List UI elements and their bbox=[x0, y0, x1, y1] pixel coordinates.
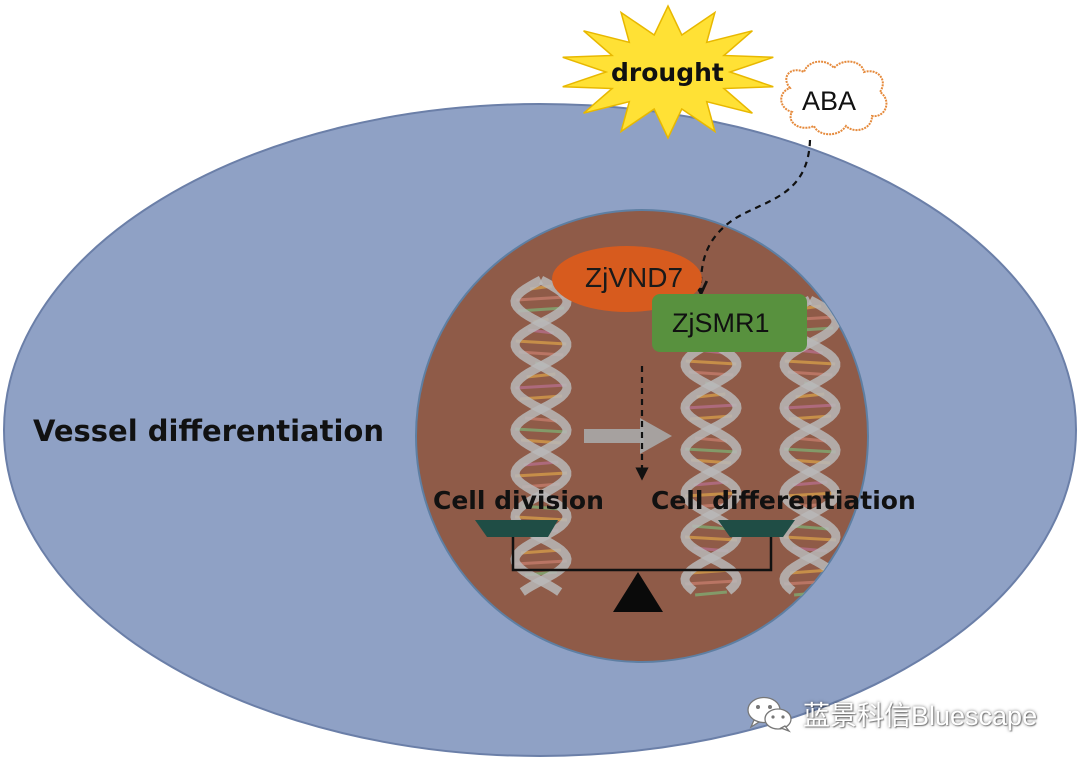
dna-base-pair bbox=[784, 359, 836, 366]
watermark: 蓝景科信Bluescape bbox=[745, 694, 1037, 733]
balance-scale bbox=[475, 520, 795, 612]
dna-base-pair bbox=[515, 339, 567, 346]
aba-cloud-icon bbox=[780, 60, 888, 136]
dna-base-pair bbox=[514, 515, 568, 522]
dna-base-pair bbox=[684, 535, 738, 542]
balance-beam bbox=[511, 531, 773, 572]
dna-base-pair bbox=[784, 447, 836, 454]
dna-base-pair bbox=[515, 427, 567, 434]
dna-base-pair bbox=[784, 403, 836, 410]
vessel-differentiation-label: Vessel differentiation bbox=[33, 414, 384, 448]
aba-label: ABA bbox=[802, 86, 857, 116]
dna-base-pair bbox=[783, 491, 837, 498]
cell-division-label: Cell division bbox=[433, 486, 604, 515]
dna-base-pair bbox=[783, 535, 837, 542]
wechat-icon bbox=[747, 696, 792, 732]
balance-pan-right bbox=[718, 520, 795, 537]
dna-base-pair bbox=[685, 447, 737, 454]
drought-burst-icon bbox=[562, 4, 774, 140]
dna-base-pair bbox=[515, 383, 567, 390]
drought-label: drought bbox=[611, 58, 724, 87]
balance-fulcrum bbox=[613, 572, 663, 612]
dna-base-pair bbox=[514, 471, 568, 478]
dna-base-pair bbox=[685, 579, 737, 586]
dna-base-pair bbox=[694, 590, 728, 597]
aba-signal-arrow bbox=[701, 139, 812, 292]
balance-pan-left bbox=[475, 520, 558, 537]
dna-strand-0-1 bbox=[510, 276, 572, 596]
zjvnd7-label: ZjVND7 bbox=[585, 262, 684, 293]
watermark-text: 蓝景科信Bluescape bbox=[803, 701, 1038, 731]
dna-base-pair bbox=[684, 491, 738, 498]
dna-strand-2-1 bbox=[779, 296, 841, 595]
transition-arrow bbox=[584, 418, 672, 454]
dna-base-pair bbox=[515, 559, 567, 566]
dna-base-pair bbox=[516, 295, 566, 302]
dna-base-pair bbox=[685, 403, 737, 410]
dna-base-pair bbox=[685, 359, 737, 366]
zjsmr1-box bbox=[652, 294, 807, 352]
cell-differentiation-label: Cell differentiation bbox=[651, 486, 916, 515]
zjsmr1-label: ZjSMR1 bbox=[672, 308, 770, 338]
